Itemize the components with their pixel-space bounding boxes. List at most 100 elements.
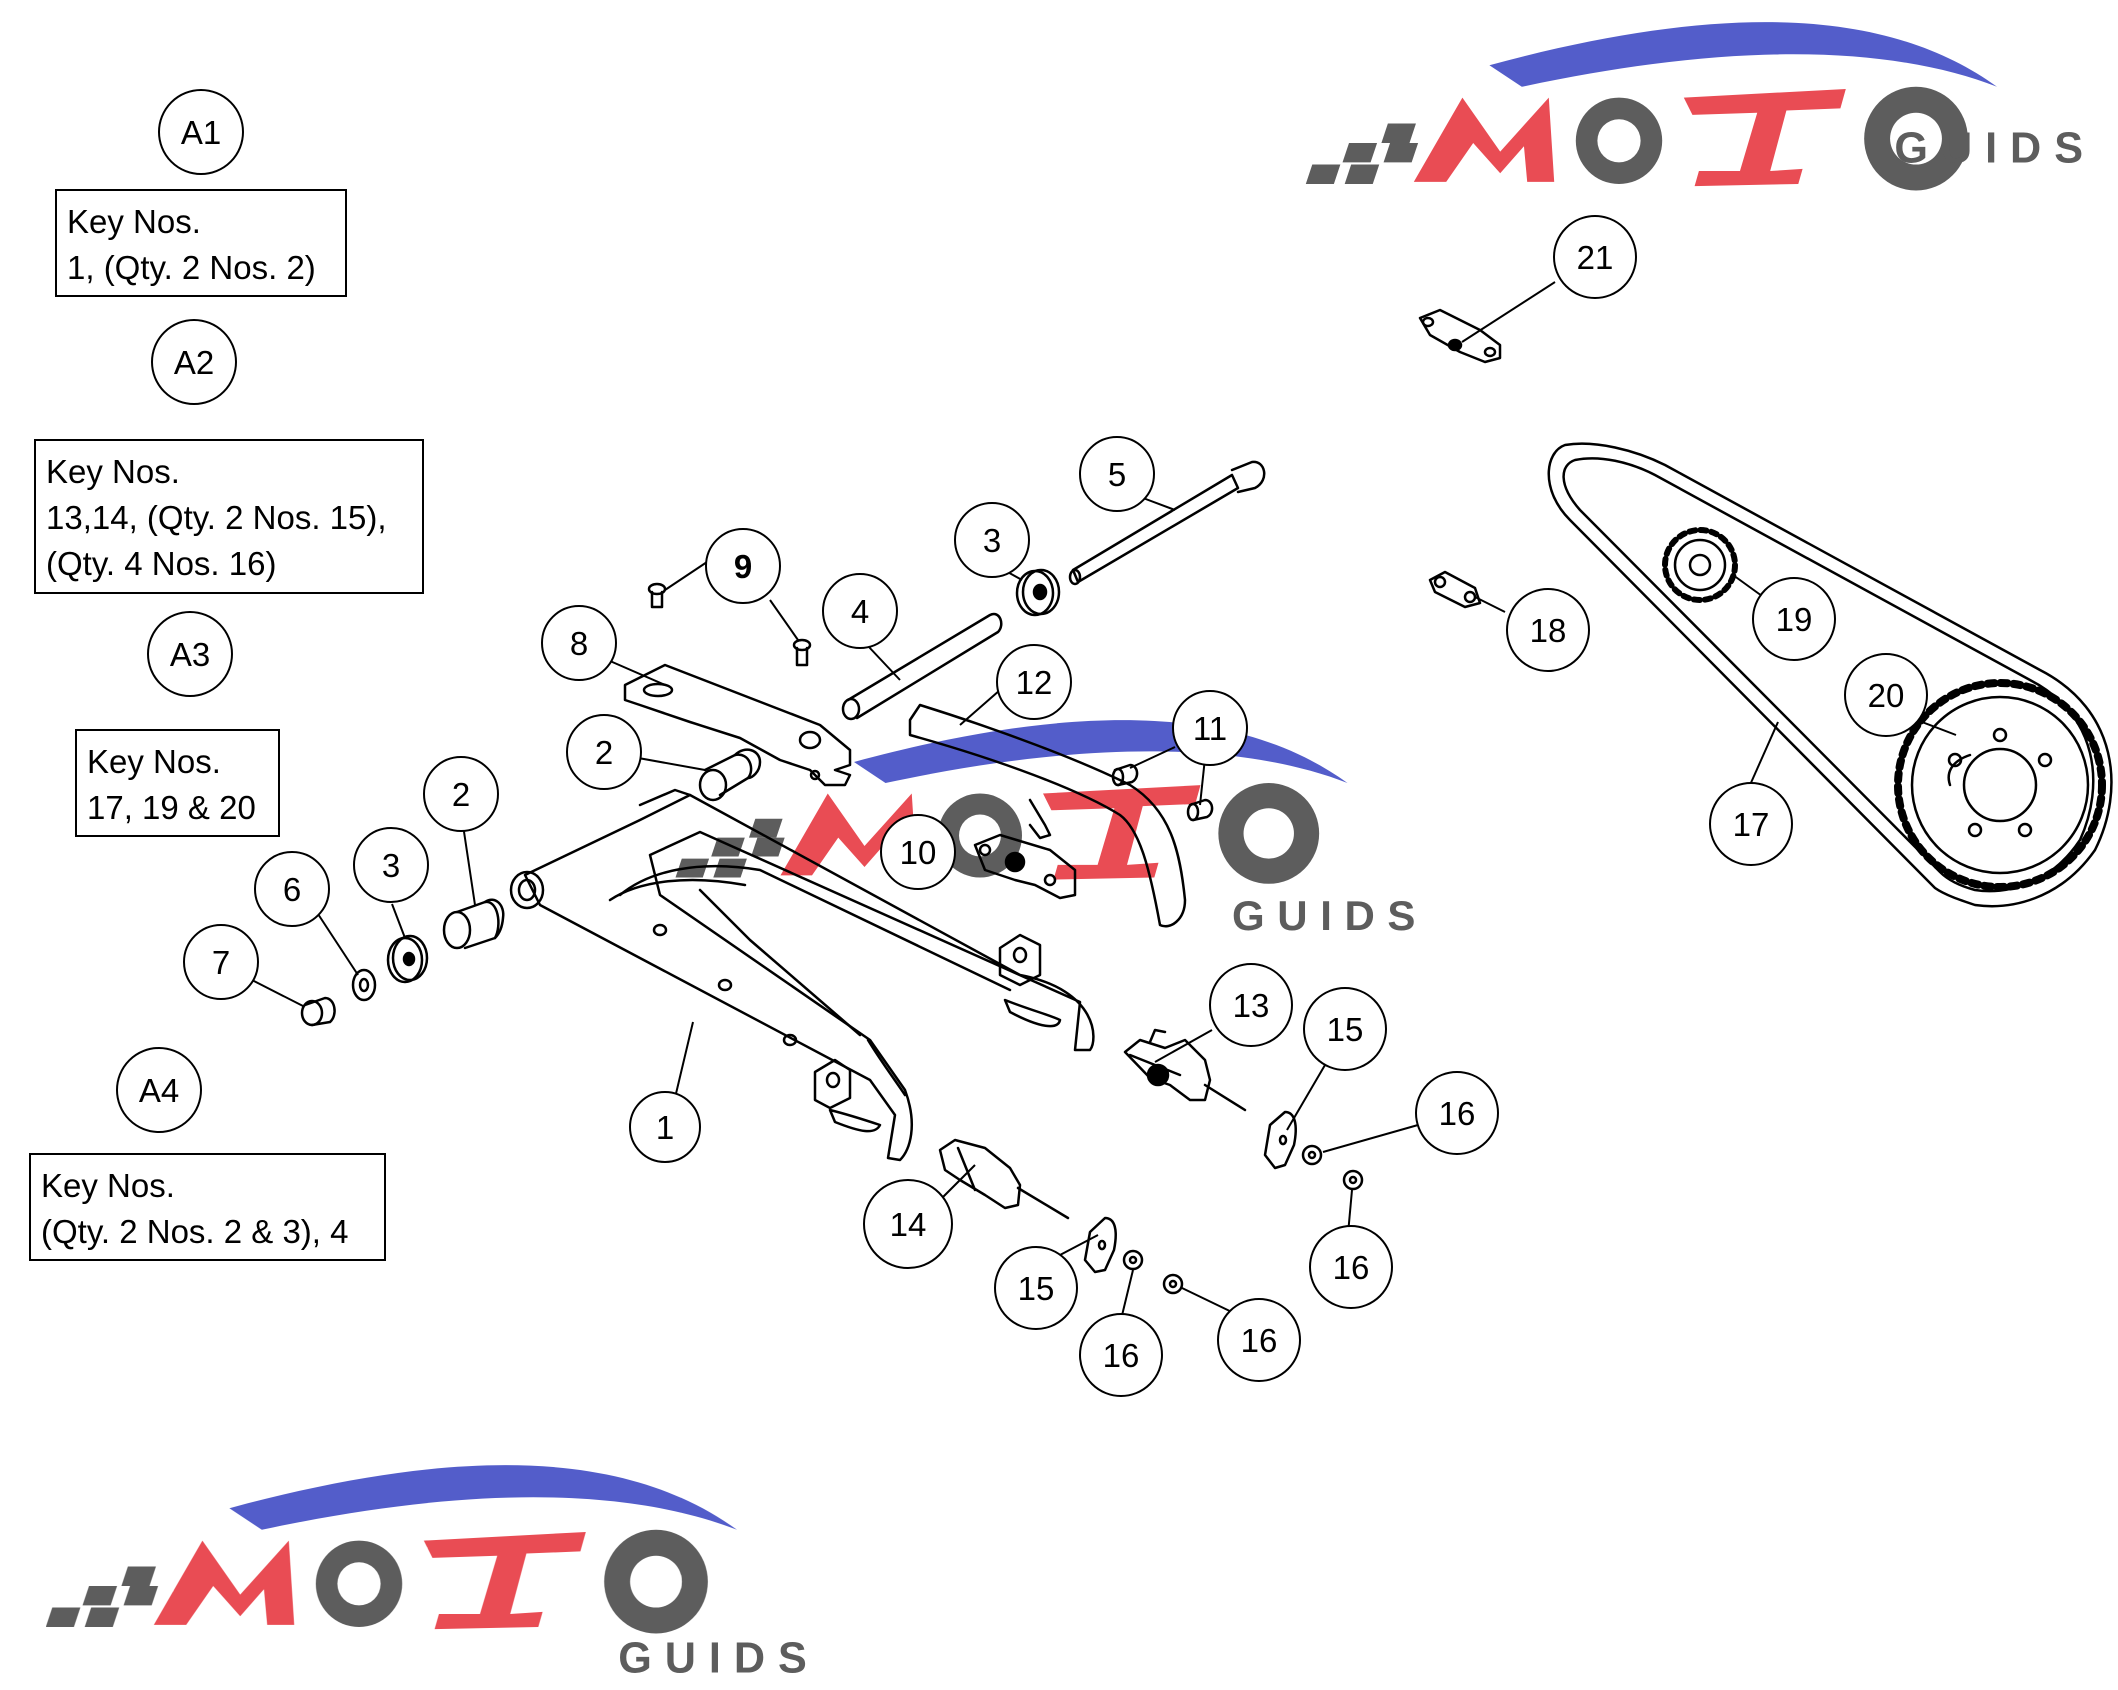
callout-16-c: 16 [1079,1313,1163,1397]
svg-text:A2: A2 [174,344,214,381]
key-box-line: 1, (Qty. 2 Nos. 2) [67,249,316,286]
callout-12: 12 [996,644,1072,720]
callout-17: 17 [1709,782,1793,866]
part-front-sprocket [1662,527,1738,603]
logo-bottom-left: GUIDS [45,1465,820,1682]
callout-15-right: 15 [1303,987,1387,1071]
callout-8: 8 [541,605,617,681]
callout-6: 6 [254,851,330,927]
svg-text:3: 3 [382,847,400,884]
key-box-a3: Key Nos. 17, 19 & 20 [75,729,280,837]
svg-text:15: 15 [1018,1270,1055,1307]
part-rear-sprocket [1894,679,2106,891]
svg-text:14: 14 [890,1206,927,1243]
svg-text:16: 16 [1103,1337,1140,1374]
callout-a3: A3 [147,611,233,697]
key-box-a1: Key Nos. 1, (Qty. 2 Nos. 2) [55,189,347,297]
part-pipe [841,612,1003,721]
part-chain-adjuster-right [1123,1028,1247,1112]
part-bushing-left [442,898,505,950]
key-box-line: Key Nos. [46,453,180,490]
key-box-line: (Qty. 4 Nos. 16) [46,545,277,582]
callout-a4: A4 [116,1047,202,1133]
key-box-a4: Key Nos. (Qty. 2 Nos. 2 & 3), 4 [29,1153,386,1261]
callout-15-left: 15 [994,1246,1078,1330]
part-bushing-upper [698,748,762,802]
svg-text:4: 4 [851,593,869,630]
callout-2-upper: 2 [566,714,642,790]
part-chain [1547,442,2113,908]
part-plate-left [1083,1216,1117,1274]
key-box-line: Key Nos. [67,203,201,240]
logo-sub-text-center: GUIDS [1232,892,1428,939]
svg-text:16: 16 [1333,1249,1370,1286]
svg-text:2: 2 [452,776,470,813]
part-link-plate [1418,308,1502,364]
callout-7: 7 [183,924,259,1000]
callout-11: 11 [1172,690,1248,766]
callout-13: 13 [1209,963,1293,1047]
callout-16-a: 16 [1415,1071,1499,1155]
logo-center: GUIDS [675,720,1428,939]
callout-9: 9 [705,528,781,604]
svg-text:12: 12 [1016,664,1053,701]
logo-sub-text-top: GUIDS [1894,124,2096,172]
part-washer-top [1015,568,1061,617]
callout-1: 1 [629,1091,701,1163]
part-master-link [1428,570,1482,609]
svg-text:15: 15 [1327,1011,1364,1048]
key-box-line: Key Nos. [87,743,221,780]
part-guide-plate [973,833,1077,900]
callout-4: 4 [822,573,898,649]
callout-a2: A2 [151,319,237,405]
callouts: A1 A2 A3 A4 1 2 2 3 3 4 5 6 7 8 9 10 11 … [116,89,1928,1397]
callout-14: 14 [863,1179,953,1269]
svg-text:3: 3 [983,522,1001,559]
svg-text:16: 16 [1439,1095,1476,1132]
part-washer-left [386,934,429,984]
svg-text:6: 6 [283,871,301,908]
part-nut [300,996,336,1027]
logo-sub-text-bottom: GUIDS [618,1634,820,1682]
svg-text:A1: A1 [181,114,221,151]
part-chain-adjuster-left [938,1138,1070,1220]
part-swingarm [509,788,1095,1162]
svg-text:A4: A4 [139,1072,179,1109]
callout-18: 18 [1506,588,1590,672]
svg-text:7: 7 [212,944,230,981]
svg-text:19: 19 [1776,601,1813,638]
svg-text:2: 2 [595,734,613,771]
svg-text:10: 10 [900,834,937,871]
svg-text:5: 5 [1108,456,1126,493]
key-box-line: (Qty. 2 Nos. 2 & 3), 4 [41,1213,349,1250]
callout-19: 19 [1752,577,1836,661]
callout-16-d: 16 [1217,1298,1301,1382]
svg-text:1: 1 [656,1109,674,1146]
callout-5: 5 [1079,436,1155,512]
callout-2-left: 2 [423,756,499,832]
svg-text:16: 16 [1241,1322,1278,1359]
svg-text:8: 8 [570,625,588,662]
callout-10: 10 [880,814,956,890]
callout-a1: A1 [158,89,244,175]
svg-text:21: 21 [1577,239,1614,276]
svg-text:9: 9 [734,548,752,585]
callout-21: 21 [1553,215,1637,299]
svg-text:17: 17 [1733,806,1770,843]
svg-text:20: 20 [1868,677,1905,714]
part-nuts-16 [1122,1144,1364,1295]
logo-top-right: GUIDS [1305,22,2096,191]
key-box-line: Key Nos. [41,1167,175,1204]
part-bracket [623,663,852,787]
callout-3-top: 3 [954,502,1030,578]
key-box-a2: Key Nos. 13,14, (Qty. 2 Nos. 15), (Qty. … [34,439,424,594]
callout-20: 20 [1844,653,1928,737]
key-box-line: 13,14, (Qty. 2 Nos. 15), [46,499,387,536]
callout-3-left: 3 [353,827,429,903]
svg-text:11: 11 [1193,710,1227,747]
svg-text:A3: A3 [170,636,210,673]
svg-text:18: 18 [1530,612,1567,649]
svg-text:13: 13 [1233,987,1270,1024]
